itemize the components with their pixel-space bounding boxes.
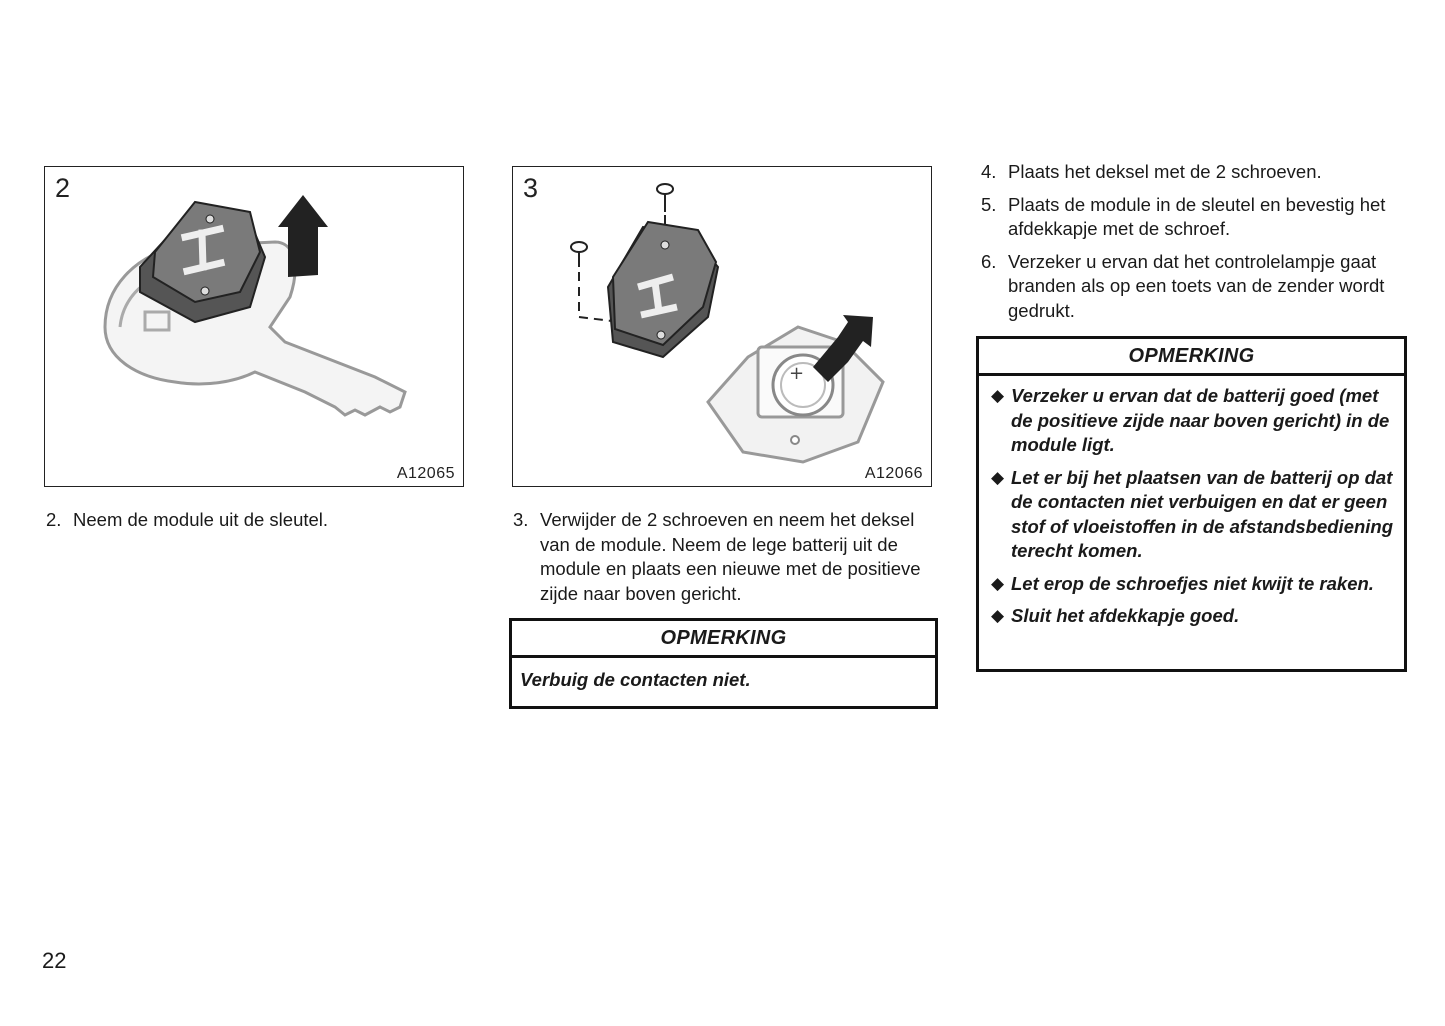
page-number: 22 [42, 948, 67, 973]
note-item: ◆ Verzeker u ervan dat de batterij goed … [991, 384, 1394, 458]
note-box-contacts: OPMERKING Verbuig de contacten niet. [509, 618, 938, 709]
step-number: 5. [981, 193, 997, 215]
diamond-bullet-icon: ◆ [991, 467, 1005, 487]
note-body: ◆ Verzeker u ervan dat de batterij goed … [979, 376, 1404, 645]
key-module-removal-illustration [103, 195, 407, 417]
step-number: 2. [46, 509, 62, 530]
step-4: 4. Plaats het deksel met de 2 schroeven. [981, 160, 1406, 185]
diamond-bullet-icon: ◆ [991, 606, 1005, 625]
step-2: 2. Neem de module uit de sleutel. [46, 508, 466, 533]
note-item-text: Let er bij het plaatsen van de batterij … [1011, 466, 1394, 562]
note-title: OPMERKING [512, 621, 935, 658]
diamond-bullet-icon: ◆ [991, 386, 1005, 405]
step-3: 3. Verwijder de 2 schroeven en neem het … [513, 508, 943, 606]
note-item: ◆ Let erop de schroefjes niet kwijt te r… [991, 572, 1394, 597]
diamond-bullet-icon: ◆ [991, 573, 1005, 593]
figure-3: + 3 A12066 [512, 166, 932, 487]
note-item: ◆ Let er bij het plaatsen van de batteri… [991, 466, 1394, 564]
note-box-battery: OPMERKING ◆ Verzeker u ervan dat de batt… [976, 336, 1407, 672]
steps-list: 4. Plaats het deksel met de 2 schroeven.… [981, 160, 1406, 331]
figure-2: 2 A12065 [44, 166, 464, 487]
step-text: Neem de module uit de sleutel. [73, 509, 329, 530]
figure-code: A12066 [864, 465, 923, 482]
step-text: Verwijder de 2 schroeven en neem het dek… [540, 509, 921, 604]
step-6: 6. Verzeker u ervan dat het controlelamp… [981, 250, 1406, 324]
note-item-text: Sluit het afdekkapje goed. [1011, 605, 1240, 626]
step-text: Plaats het deksel met de 2 schroeven. [1008, 161, 1322, 182]
module-battery-replacement-illustration: + [570, 183, 885, 464]
figure-number: 2 [55, 173, 71, 203]
note-item-text: Let erop de schroefjes niet kwijt te rak… [1011, 572, 1374, 594]
step-number: 4. [981, 161, 997, 182]
figure-number: 3 [523, 173, 539, 203]
step-text: Plaats de module in de sleutel en bevest… [1008, 193, 1386, 240]
battery-plus-sign: + [789, 363, 804, 384]
note-item: ◆ Sluit het afdekkapje goed. [991, 604, 1394, 629]
step-number: 3. [513, 509, 529, 530]
note-body: Verbuig de contacten niet. [520, 669, 751, 690]
figure-code: A12065 [396, 465, 455, 482]
step-number: 6. [981, 250, 997, 272]
note-title: OPMERKING [979, 339, 1404, 376]
step-text: Verzeker u ervan dat het controlelampje … [1008, 250, 1385, 321]
note-item-text: Verzeker u ervan dat de batterij goed (m… [1011, 385, 1390, 455]
step-5: 5. Plaats de module in de sleutel en bev… [981, 193, 1406, 242]
